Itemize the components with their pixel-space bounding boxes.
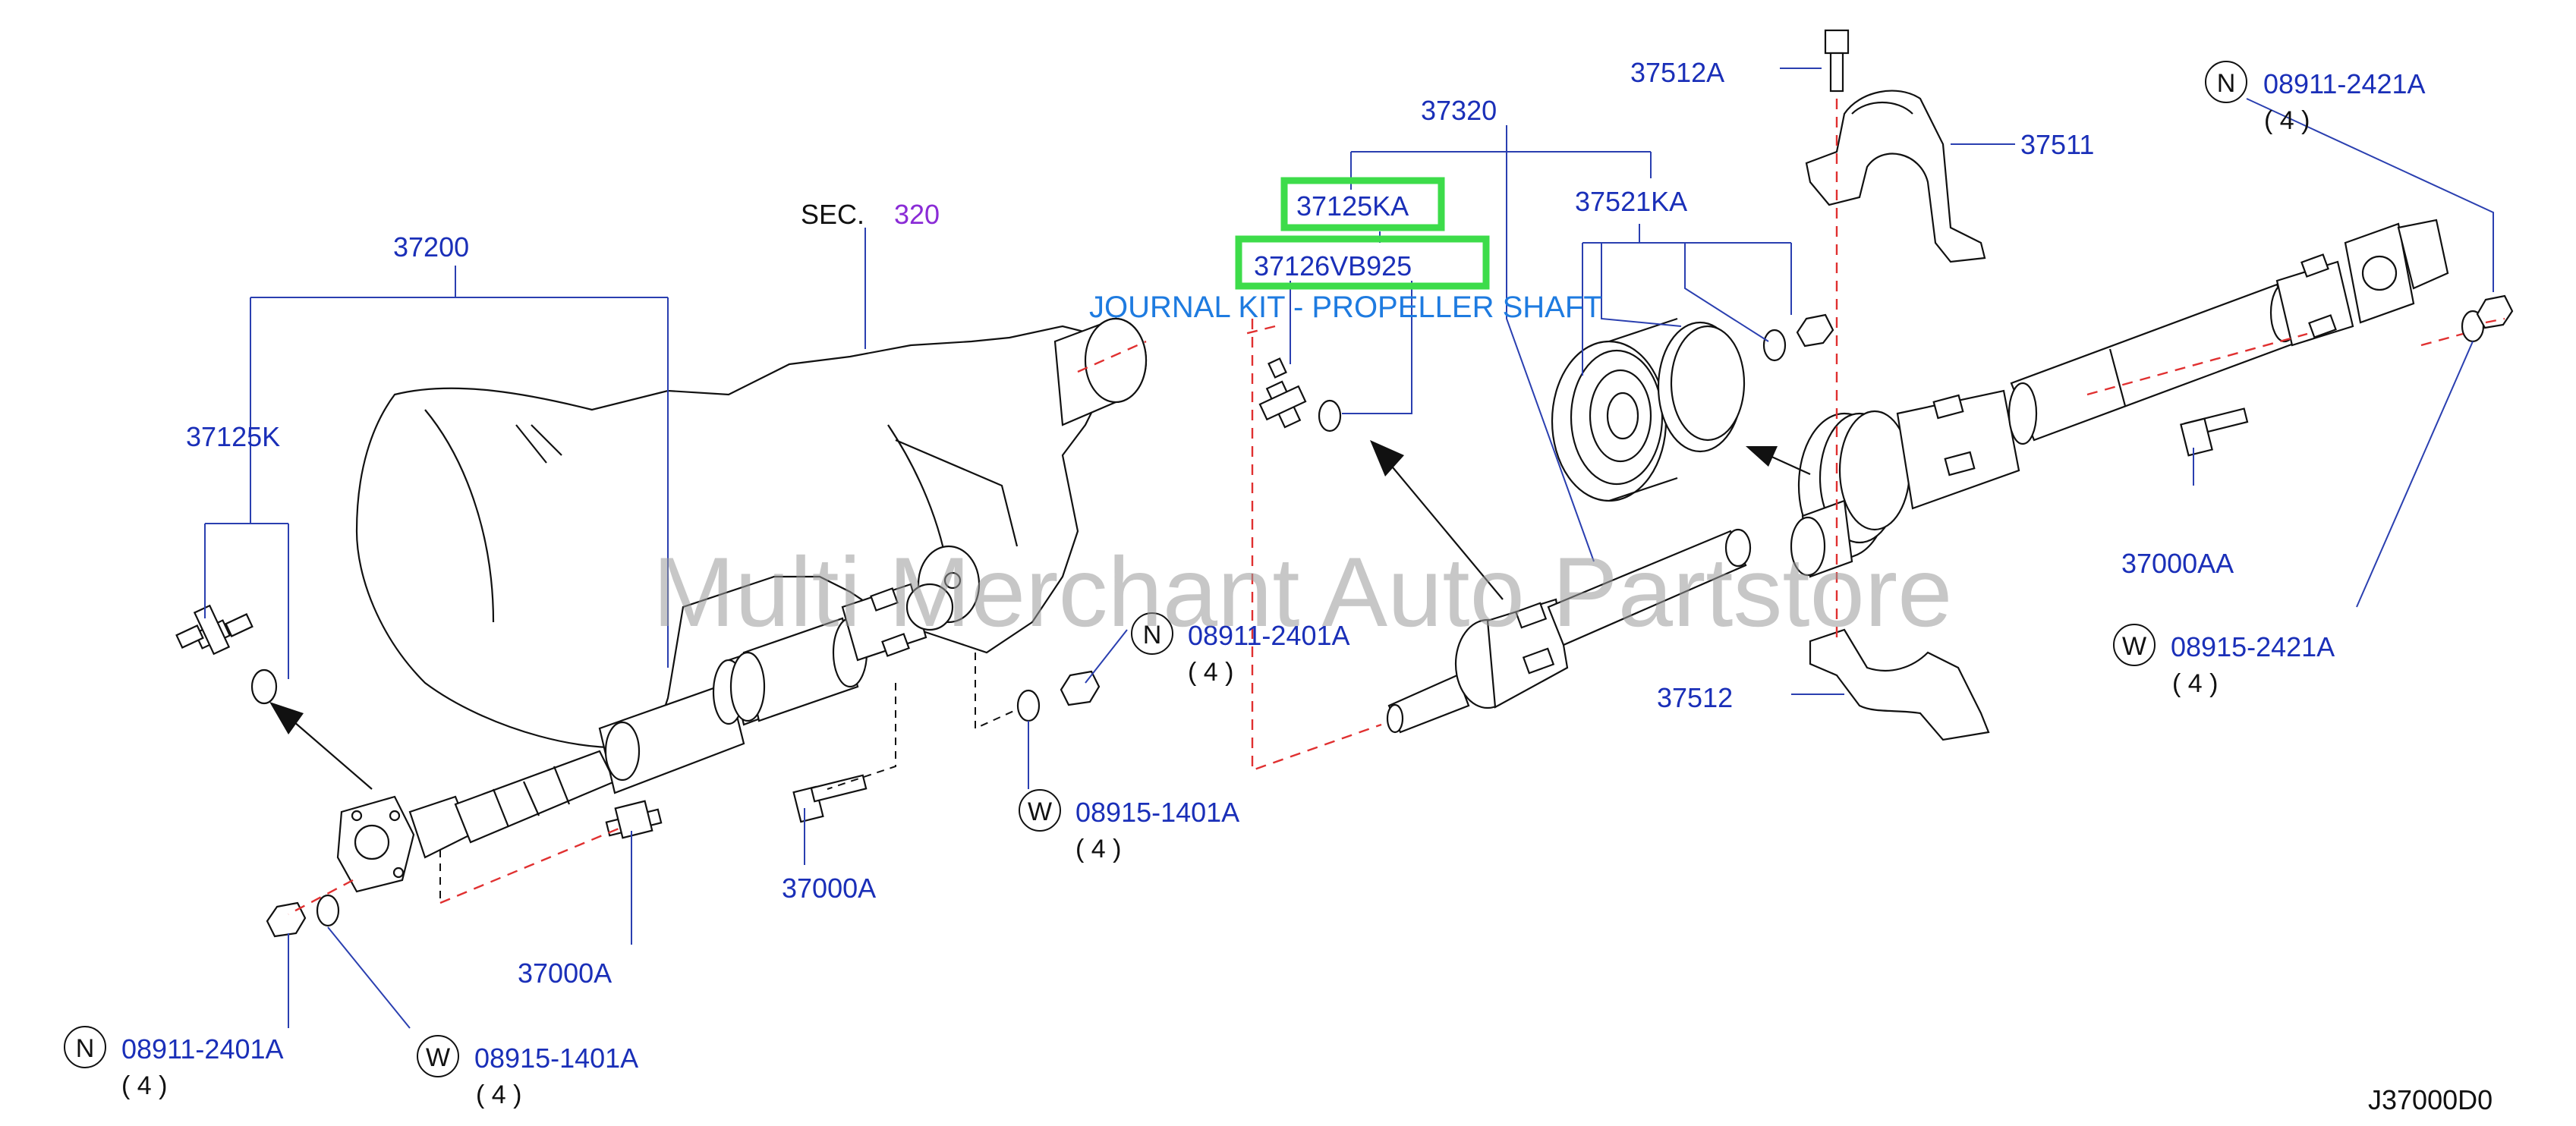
- label-37000A-left[interactable]: 37000A: [518, 958, 612, 989]
- label-37126VB925[interactable]: 37126VB925: [1254, 250, 1412, 282]
- label-37125KA[interactable]: 37125KA: [1296, 190, 1409, 222]
- diagram-code: J37000D0: [2368, 1084, 2493, 1115]
- journal-kit-note: JOURNAL KIT - PROPELLER SHAFT: [1089, 291, 1602, 324]
- section-prefix: SEC.: [801, 199, 864, 230]
- alignment-dashes: [288, 99, 2505, 916]
- right-bolt-37000AA: [2180, 407, 2249, 457]
- left-washer: [316, 894, 340, 927]
- center-bolt-37000A: [792, 774, 868, 823]
- bearing-nut: [1796, 313, 1834, 348]
- center-snap-ring: [1318, 399, 1342, 432]
- bearing-washer: [1762, 329, 1787, 362]
- label-37000AA[interactable]: 37000AA: [2121, 548, 2234, 579]
- center-direction-arrow: [1370, 440, 1504, 600]
- svg-text:( 4 ): ( 4 ): [121, 1071, 167, 1100]
- left-snap-ring: [250, 668, 278, 705]
- transmission-housing: [355, 317, 1148, 749]
- svg-text:08915-1401A: 08915-1401A: [1075, 797, 1239, 828]
- svg-text:W: W: [1028, 797, 1052, 826]
- label-37511[interactable]: 37511: [2020, 129, 2094, 160]
- svg-text:W: W: [2122, 632, 2146, 661]
- left-u-joint-spider: [175, 604, 254, 656]
- label-37320[interactable]: 37320: [1421, 95, 1497, 126]
- left-direction-arrow: [269, 702, 373, 790]
- label-37521KA[interactable]: 37521KA: [1575, 186, 1687, 217]
- svg-text:N: N: [1143, 621, 1162, 649]
- section-number[interactable]: 320: [894, 199, 940, 230]
- label-37512A[interactable]: 37512A: [1630, 57, 1724, 88]
- rear-propeller-shaft: [1386, 528, 1752, 734]
- label-37125K[interactable]: 37125K: [186, 421, 280, 452]
- right-nut: [2476, 294, 2514, 329]
- svg-text:08915-2421A: 08915-2421A: [2171, 631, 2335, 662]
- highlight-box-37125KA: [1280, 177, 1445, 231]
- upper-bracket-37511: [1805, 90, 1986, 263]
- callout-08911-2421A[interactable]: N 08911-2421A ( 4 ): [2205, 61, 2426, 135]
- svg-text:( 4 ): ( 4 ): [1075, 835, 1121, 863]
- rear-shaft-assembly: [1790, 219, 2449, 578]
- left-bolt-37000A: [605, 800, 663, 839]
- front-propeller-shaft: [336, 583, 954, 893]
- lower-bracket-37512: [1809, 628, 1990, 741]
- svg-text:( 4 ): ( 4 ): [476, 1080, 521, 1109]
- callout-08915-1401A-center[interactable]: W 08915-1401A ( 4 ): [1019, 789, 1239, 863]
- label-37000A-center[interactable]: 37000A: [782, 873, 876, 904]
- svg-text:N: N: [76, 1034, 95, 1063]
- watermark: Multi Merchant Auto Partstore: [653, 536, 1952, 647]
- svg-text:( 4 ): ( 4 ): [2172, 669, 2218, 698]
- right-direction-arrow: [1746, 446, 1811, 476]
- svg-text:08911-2421A: 08911-2421A: [2263, 68, 2426, 99]
- center-bearing: [1551, 317, 1746, 502]
- label-37512[interactable]: 37512: [1657, 682, 1733, 713]
- svg-text:08915-1401A: 08915-1401A: [474, 1043, 638, 1074]
- svg-text:W: W: [426, 1043, 450, 1072]
- callout-08915-1401A-left[interactable]: W 08915-1401A ( 4 ): [417, 1035, 638, 1109]
- svg-text:( 4 ): ( 4 ): [2264, 106, 2310, 135]
- callout-08915-2421A[interactable]: W 08915-2421A ( 4 ): [2113, 624, 2335, 698]
- label-37200[interactable]: 37200: [393, 231, 469, 263]
- center-u-joint-spider: [1258, 357, 1307, 429]
- callout-08911-2401A-left[interactable]: N 08911-2401A ( 4 ): [64, 1026, 284, 1100]
- center-washer: [1016, 689, 1041, 722]
- svg-text:( 4 ): ( 4 ): [1188, 658, 1233, 687]
- center-nut: [1060, 670, 1101, 706]
- leader-lines: [204, 68, 2494, 1029]
- svg-text:08911-2401A: 08911-2401A: [121, 1033, 284, 1065]
- highlight-box-37126VB925: [1235, 235, 1490, 290]
- svg-text:08911-2401A: 08911-2401A: [1188, 620, 1350, 651]
- callout-08911-2401A-center[interactable]: N 08911-2401A ( 4 ): [1131, 612, 1350, 687]
- svg-text:N: N: [2217, 69, 2236, 98]
- top-bolt-37512A: [1824, 29, 1850, 93]
